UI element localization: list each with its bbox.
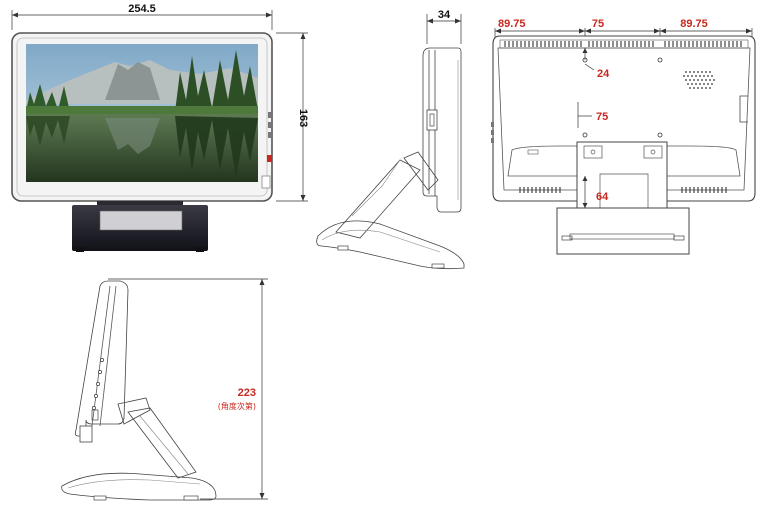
rear-view: 89.75 75 89.75: [491, 18, 756, 255]
tilt-monitor-profile: [74, 280, 129, 437]
rear-stand-base: [556, 207, 690, 255]
rear-top-offset-label: 24: [597, 68, 610, 80]
tilt-stand-base: [61, 472, 217, 501]
rear-stand-mount: [576, 141, 668, 217]
tilt-view: 223 (角度次第): [61, 278, 268, 501]
front-height-label: 163: [297, 109, 309, 127]
tilt-angle-note: (角度次第): [218, 401, 256, 411]
rear-right-offset-label: 89.75: [680, 18, 708, 30]
side-stand-arm: [335, 159, 421, 239]
tilt-height-label: 223: [238, 387, 256, 399]
rear-vesa-height-label: 75: [596, 111, 608, 123]
tilt-stand-arm: [127, 407, 197, 479]
front-view: 254.5: [11, 3, 309, 252]
side-depth-label: 34: [438, 9, 451, 21]
side-stand-base: [316, 220, 465, 270]
rear-cover: [492, 35, 756, 202]
rear-stand-label: 64: [596, 191, 609, 203]
rear-speaker-grille: [683, 71, 715, 89]
rear-vesa-width-label: 75: [592, 18, 604, 30]
side-view: 34: [316, 9, 465, 270]
side-monitor-profile: [422, 47, 462, 213]
front-screen-image: [26, 44, 258, 182]
front-width-label: 254.5: [128, 3, 156, 15]
rear-left-offset-label: 89.75: [498, 18, 526, 30]
